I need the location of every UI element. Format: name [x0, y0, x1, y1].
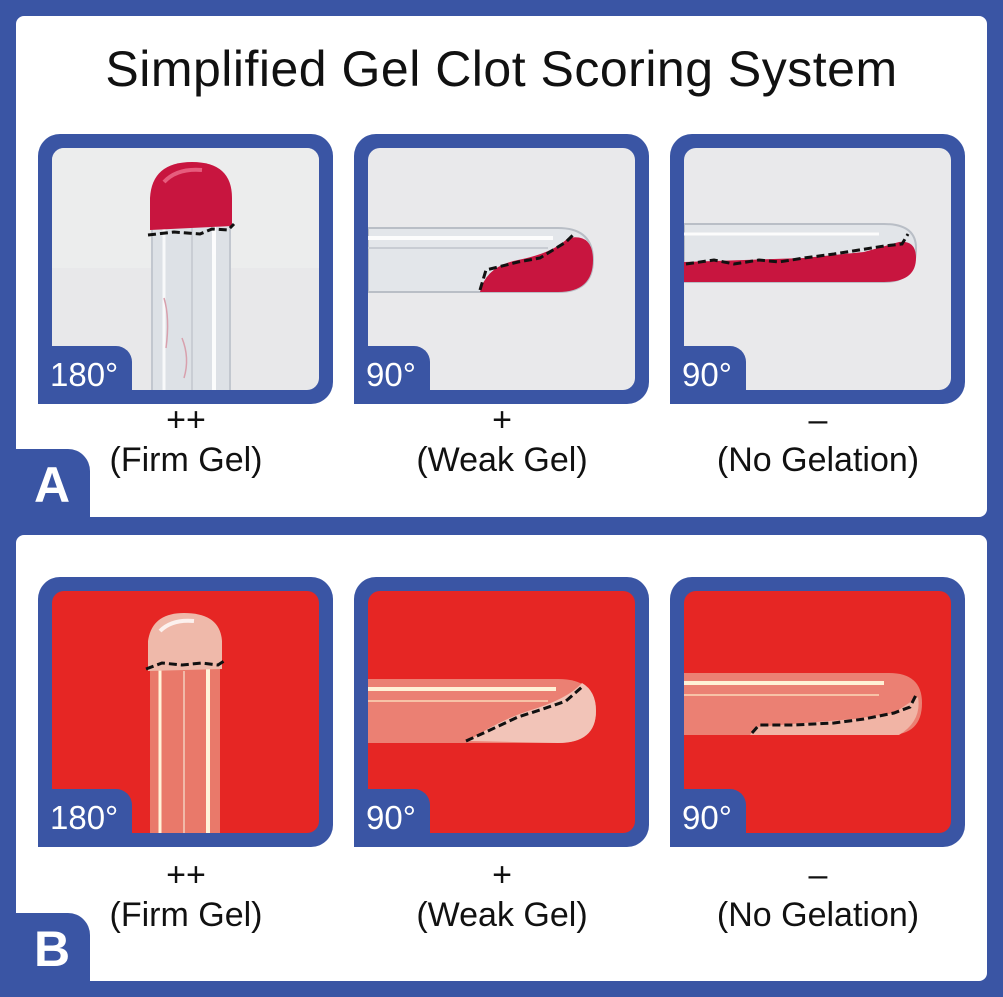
score-symbol: + — [492, 856, 512, 894]
card-b-no-gelation: 90° — [670, 577, 965, 847]
score-b-weak-gel: + (Weak Gel) — [342, 855, 662, 935]
card-a-weak-gel: 90° — [354, 134, 649, 404]
score-label: (Firm Gel) — [109, 441, 263, 479]
score-label: (Weak Gel) — [416, 896, 588, 934]
photo-b-no-gelation — [684, 591, 951, 833]
score-a-no-gelation: – (No Gelation) — [658, 400, 978, 480]
panel-letter-a: A — [14, 449, 90, 519]
panel-a: Simplified Gel Clot Scoring System — [14, 16, 987, 519]
panel-b: 180° ++ (Firm Gel) 90° + (Weak Gel) — [14, 535, 987, 983]
panel-letter-b: B — [14, 913, 90, 983]
score-symbol: ++ — [166, 856, 206, 894]
card-a-no-gelation: 90° — [670, 134, 965, 404]
score-label: (Firm Gel) — [109, 896, 263, 934]
score-symbol: ++ — [166, 401, 206, 439]
score-label: (No Gelation) — [716, 896, 920, 934]
angle-label: 90° — [670, 789, 746, 847]
angle-label: 90° — [354, 346, 430, 404]
score-label: (Weak Gel) — [416, 441, 588, 479]
card-b-weak-gel: 90° — [354, 577, 649, 847]
angle-label: 90° — [354, 789, 430, 847]
angle-label: 90° — [670, 346, 746, 404]
score-symbol: – — [808, 401, 828, 439]
score-symbol: + — [492, 401, 512, 439]
score-symbol: – — [808, 856, 828, 894]
angle-label: 180° — [38, 789, 133, 847]
score-b-no-gelation: – (No Gelation) — [658, 855, 978, 935]
angle-label: 180° — [38, 346, 133, 404]
score-a-weak-gel: + (Weak Gel) — [342, 400, 662, 480]
card-a-firm-gel: 180° — [38, 134, 333, 404]
score-label: (No Gelation) — [716, 441, 920, 479]
score-a-firm-gel: ++ (Firm Gel) — [26, 400, 346, 480]
score-b-firm-gel: ++ (Firm Gel) — [26, 855, 346, 935]
card-b-firm-gel: 180° — [38, 577, 333, 847]
figure-title: Simplified Gel Clot Scoring System — [105, 41, 898, 97]
